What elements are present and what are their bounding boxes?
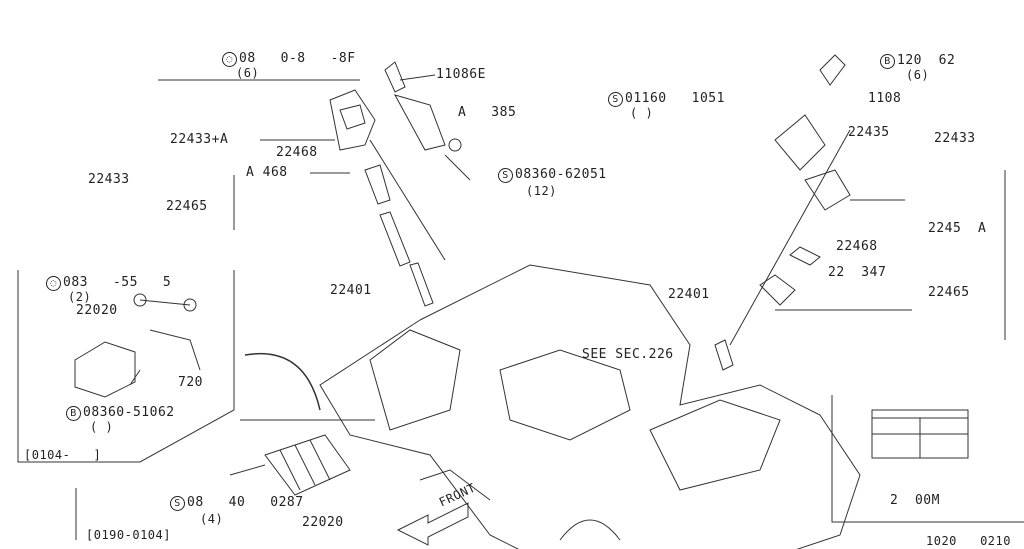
inset-bolt-qty: ( ) <box>90 420 114 434</box>
callout-s-icon: ◌ <box>222 52 237 67</box>
coil-fin <box>279 449 301 491</box>
part-22465-right: 22465 <box>928 285 970 300</box>
leader-line <box>399 74 436 81</box>
see-sec-226: SEE SEC.226 <box>582 347 674 362</box>
engine-block <box>319 264 861 549</box>
part-22465-left: 22465 <box>166 199 208 214</box>
bolt-top-left-qty: (6) <box>236 66 260 80</box>
bracket-right <box>774 114 826 171</box>
part-a468: A 468 <box>246 165 288 180</box>
front-arrow <box>396 502 469 546</box>
axis-line <box>729 129 851 346</box>
part-1108: 1108 <box>868 91 902 106</box>
inset-part <box>133 293 147 307</box>
screw-left-qty: (12) <box>526 184 557 198</box>
callout-s-icon: S <box>608 92 623 107</box>
engine-detail <box>649 399 781 491</box>
part-22433-right: 22433 <box>934 131 976 146</box>
part-11086e: 11086E <box>436 67 486 82</box>
callout-s-icon: S <box>170 496 185 511</box>
inset-screw-label: ◌083 -55 5 <box>46 276 171 291</box>
screw-upper-mid-qty: ( ) <box>630 106 654 120</box>
spark-plug-right <box>714 339 734 371</box>
part-22401-right: 22401 <box>668 287 710 302</box>
part-22435: 22435 <box>848 125 890 140</box>
callout-icon: ◌ <box>46 276 61 291</box>
inset-range: [0104- ] <box>24 448 102 462</box>
coil-bracket-left <box>329 89 376 151</box>
bolt-bottom-qty: (4) <box>200 512 224 526</box>
legend-frame <box>831 395 1024 523</box>
range-bottom: [0190-0104] <box>86 528 171 542</box>
bolt-bottom <box>229 464 266 476</box>
part-22468-right: 22468 <box>836 239 878 254</box>
inset-part <box>183 298 197 312</box>
coil-body-right <box>804 169 851 211</box>
engine-detail <box>419 469 491 501</box>
bolt-top-right-qty: (6) <box>906 68 930 82</box>
part-22401-left: 22401 <box>330 283 372 298</box>
spring-right <box>789 246 821 266</box>
coil-body-left <box>339 104 366 130</box>
clip-left <box>384 61 406 93</box>
part-a385: A 385 <box>458 105 517 120</box>
part-22020-inset: 22020 <box>76 303 118 318</box>
engine-detail <box>369 329 461 431</box>
part-22020-bottom: 22020 <box>302 515 344 530</box>
boot-left <box>364 164 391 205</box>
part-22-347: 22 347 <box>828 265 887 280</box>
coil-pack <box>264 434 351 496</box>
part-2245a: 2245 A <box>928 221 987 236</box>
bracket-left <box>393 94 446 151</box>
callout-b-icon: B <box>880 54 895 69</box>
leader-line <box>444 154 471 181</box>
engine-detail <box>559 519 621 541</box>
boot-right <box>759 274 796 306</box>
inset-screw-qty: (2) <box>68 290 92 304</box>
hose <box>244 353 321 411</box>
part-720: 720 <box>178 375 203 390</box>
callout-s-icon: S <box>498 168 513 183</box>
spark-plug-left <box>409 262 434 307</box>
lead-left <box>379 211 411 267</box>
diagram-code: 1020 0210 <box>926 534 1011 548</box>
part-22433a: 22433+A <box>170 132 229 147</box>
part-22433-left: 22433 <box>88 172 130 187</box>
inset-part <box>149 329 201 371</box>
legend-text: 2 00M <box>890 493 940 508</box>
engine-detail <box>499 349 631 441</box>
inset-box <box>17 270 235 463</box>
screw-left <box>448 138 462 152</box>
bolt-top-left-label: ◌08 0-8 -8F <box>222 52 356 67</box>
clip-right <box>819 54 846 86</box>
callout-b-icon: B <box>66 406 81 421</box>
inset-part <box>139 299 191 306</box>
inset-coil <box>74 341 136 398</box>
coil-fin <box>309 439 331 481</box>
axis-line <box>369 139 446 261</box>
part-22468-left: 22468 <box>276 145 318 160</box>
inset-part <box>129 369 141 386</box>
coil-fin <box>294 444 316 486</box>
